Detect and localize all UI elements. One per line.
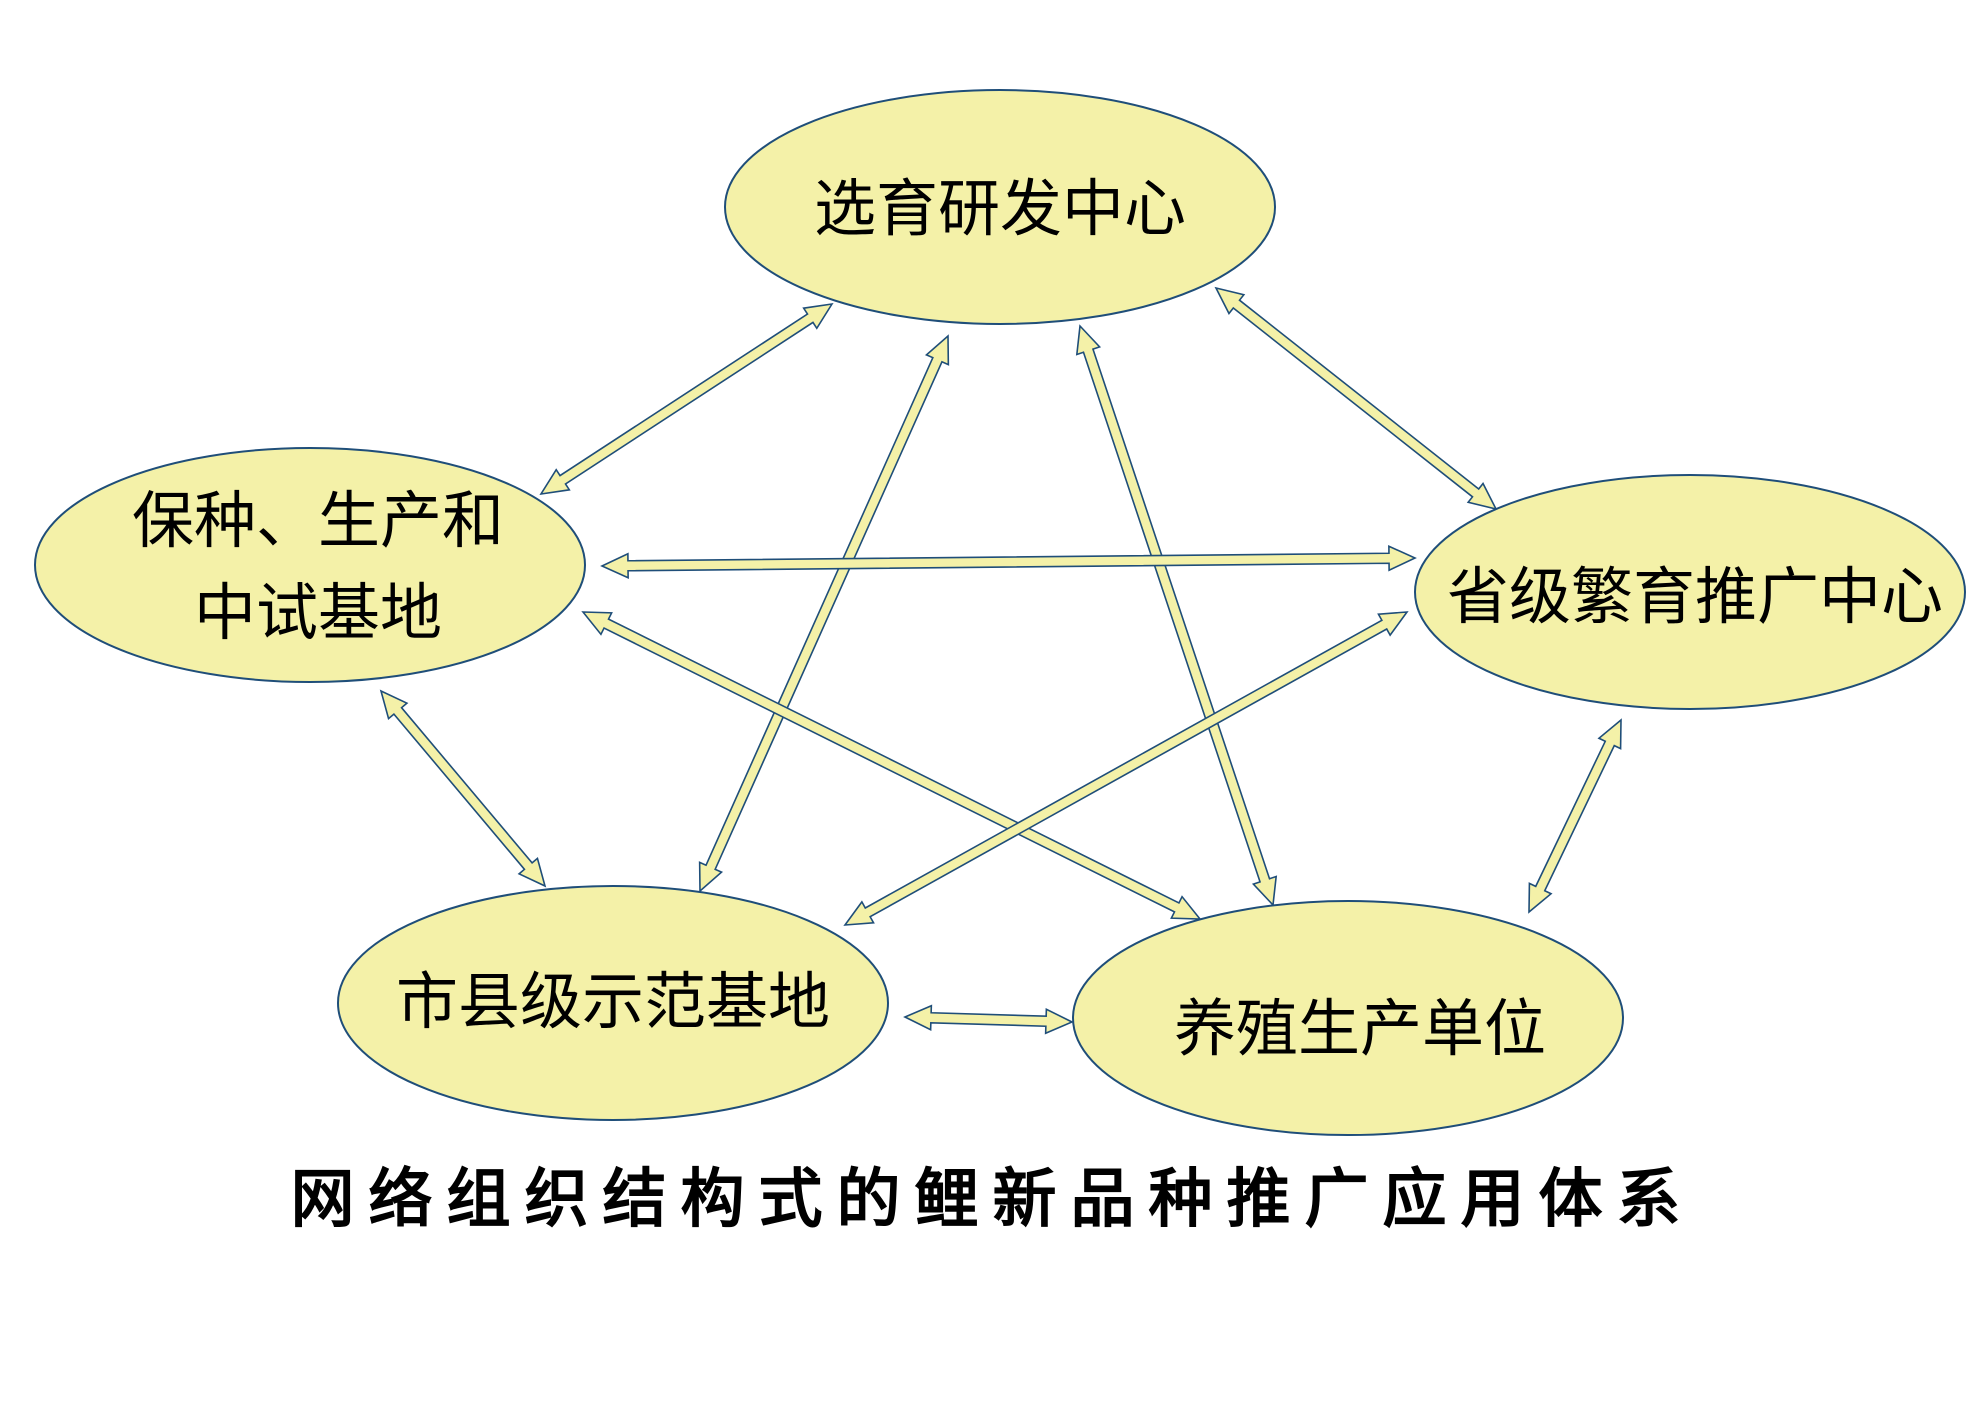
node-farm-label: 养殖生产单位: [1174, 992, 1546, 1065]
node-conservation: 保种、生产和中试基地: [34, 447, 586, 683]
arrows-layer: [379, 286, 1622, 1035]
node-research-ellipse: [724, 89, 1276, 325]
node-provincial: 省级繁育推广中心: [1414, 474, 1966, 710]
node-research: 选育研发中心: [724, 89, 1276, 325]
arrow-conservation-provincial: [600, 545, 1417, 579]
arrow-county-farm: [903, 1004, 1074, 1035]
node-conservation-ellipse: [34, 447, 586, 683]
node-conservation-label: 保种、生产和中试基地: [132, 484, 504, 649]
node-farm-ellipse: [1072, 900, 1624, 1136]
arrow-conservation-farm: [581, 611, 1202, 920]
arrow-research-conservation: [539, 302, 834, 496]
arrow-research-county: [698, 334, 950, 893]
arrow-provincial-farm: [1528, 718, 1622, 914]
arrow-research-farm: [1075, 324, 1278, 907]
diagram-caption: 网络组织结构式的鲤新品种推广应用体系: [290, 1163, 1695, 1237]
node-county-ellipse: [337, 885, 889, 1121]
node-research-label: 选育研发中心: [814, 172, 1186, 245]
node-provincial-ellipse: [1414, 474, 1966, 710]
node-county-label: 市县级示范基地: [396, 965, 830, 1038]
arrow-provincial-county: [843, 611, 1409, 926]
arrow-research-provincial: [1214, 286, 1498, 511]
arrow-conservation-county: [379, 689, 547, 888]
node-farm: 养殖生产单位: [1072, 900, 1624, 1136]
node-provincial-label: 省级繁育推广中心: [1447, 560, 1943, 633]
node-county: 市县级示范基地: [337, 885, 889, 1121]
